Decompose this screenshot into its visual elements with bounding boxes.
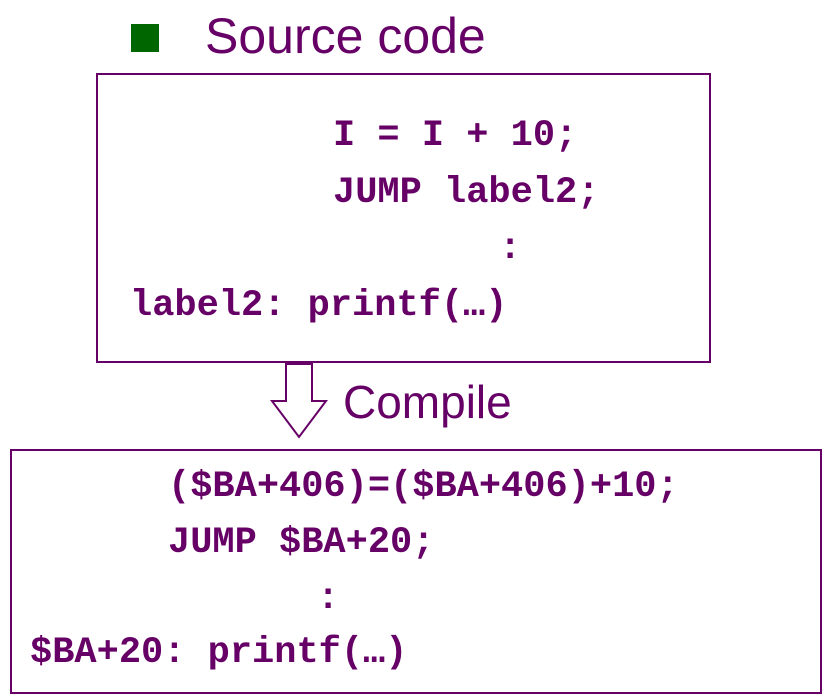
compiled-code-line: ($BA+406)=($BA+406)+10;	[168, 466, 679, 508]
source-code-line: JUMP label2;	[333, 172, 600, 214]
compiled-code-line: :	[317, 578, 340, 620]
slide-heading: Source code	[205, 8, 486, 64]
source-code-line: I = I + 10;	[333, 115, 578, 157]
source-code-box	[96, 73, 711, 363]
compiled-code-line: $BA+20: printf(…)	[30, 632, 408, 674]
source-code-line: :	[499, 228, 522, 270]
bullet-square-icon	[131, 24, 159, 52]
source-code-line: label2: printf(…)	[130, 285, 508, 327]
down-arrow-icon	[270, 363, 328, 439]
compiled-code-line: JUMP $BA+20;	[168, 522, 435, 564]
compile-label: Compile	[343, 376, 512, 428]
compiled-code-box	[10, 449, 822, 694]
